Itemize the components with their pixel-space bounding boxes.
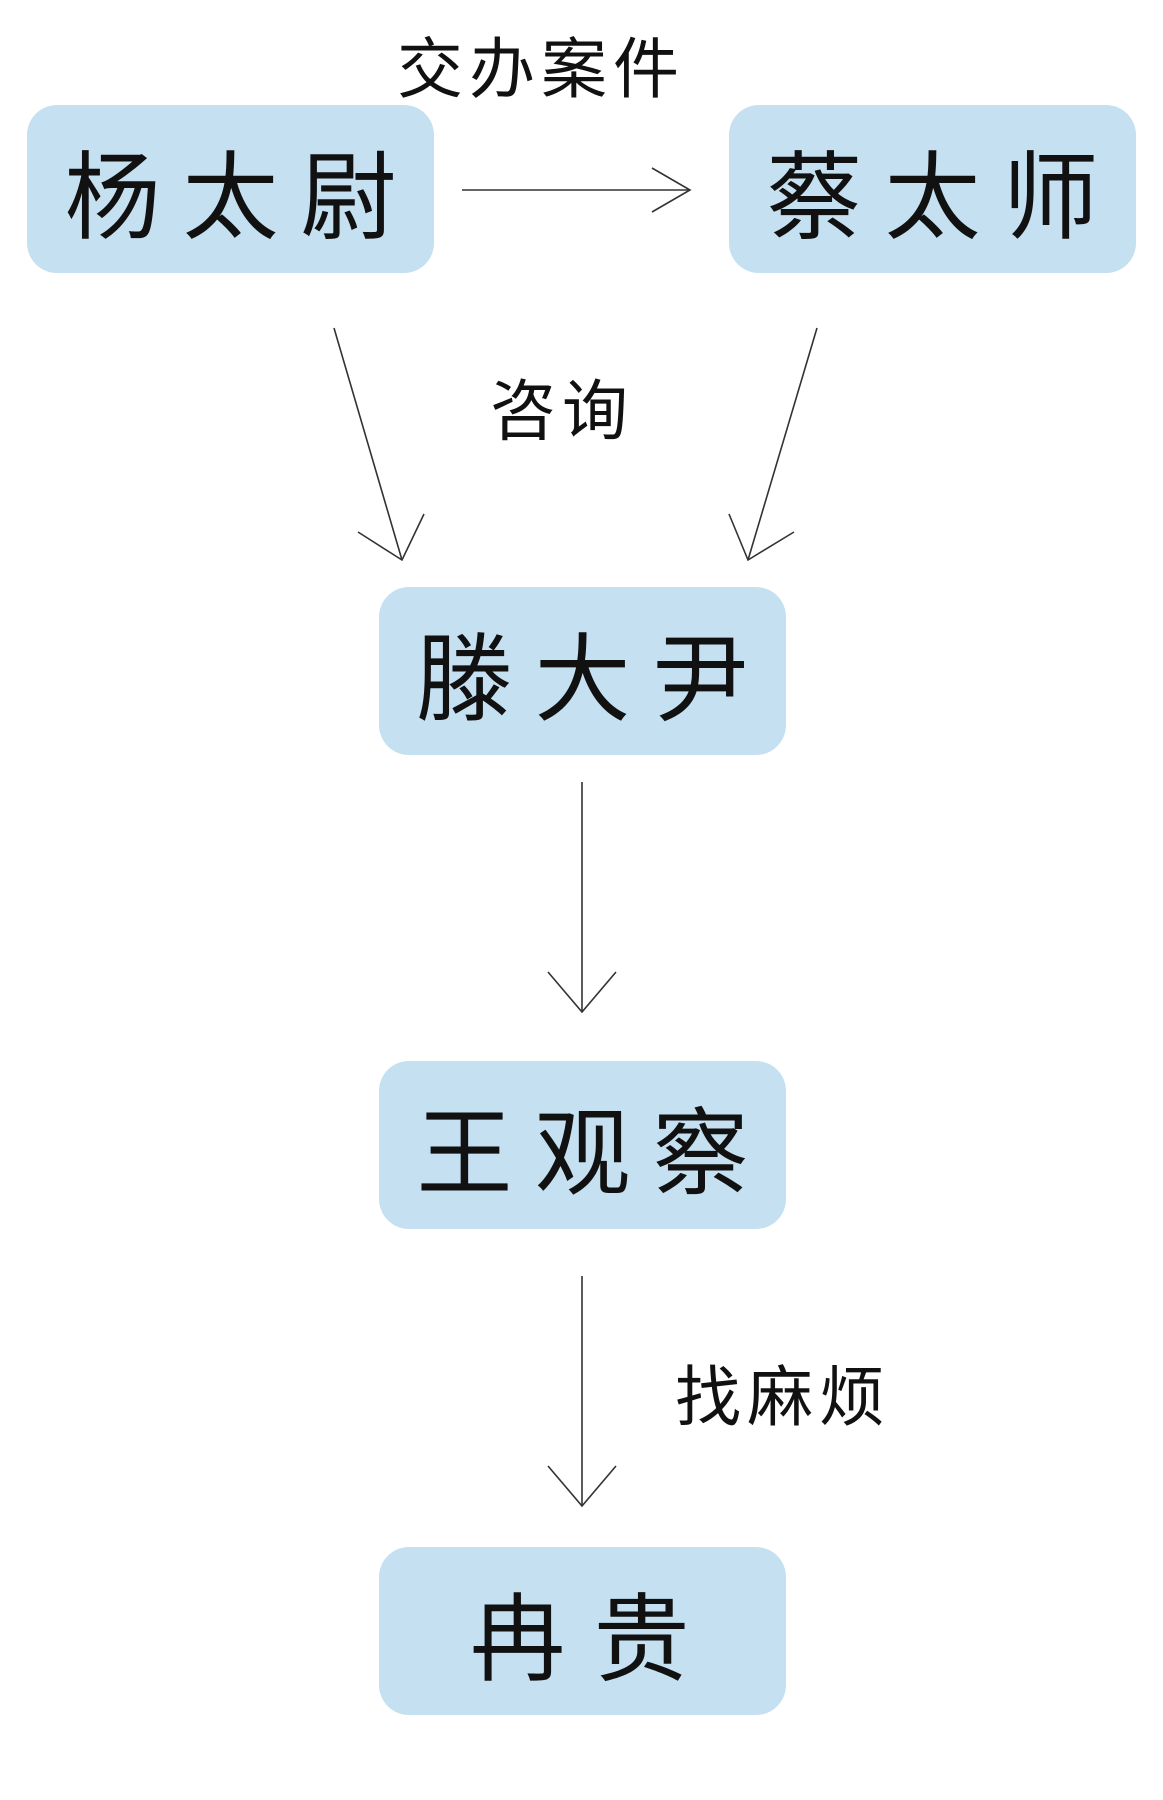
arrow-teng-to-wang	[547, 782, 617, 1014]
node-label: 杨太尉	[64, 141, 419, 254]
node-wang-guancha: 王观察	[379, 1061, 786, 1229]
node-ran-gui: 冉贵	[379, 1547, 786, 1715]
arrow-wang-to-ran	[547, 1276, 617, 1508]
edge-label-consult: 咨询	[490, 373, 634, 450]
node-yang-taiwei: 杨太尉	[27, 105, 434, 273]
node-teng-dayin: 滕大尹	[379, 587, 786, 755]
node-cai-taishi: 蔡太师	[729, 105, 1136, 273]
edge-label-assign-case: 交办案件	[397, 31, 685, 108]
node-label: 王观察	[416, 1097, 771, 1210]
arrow-cai-to-teng	[728, 327, 818, 562]
edge-label-make-trouble: 找麻烦	[675, 1359, 891, 1436]
node-label: 蔡太师	[766, 141, 1121, 254]
node-label: 滕大尹	[416, 623, 771, 736]
arrow-yang-to-cai	[462, 167, 692, 213]
arrow-yang-to-teng	[333, 327, 425, 562]
node-label: 冉贵	[469, 1583, 718, 1696]
